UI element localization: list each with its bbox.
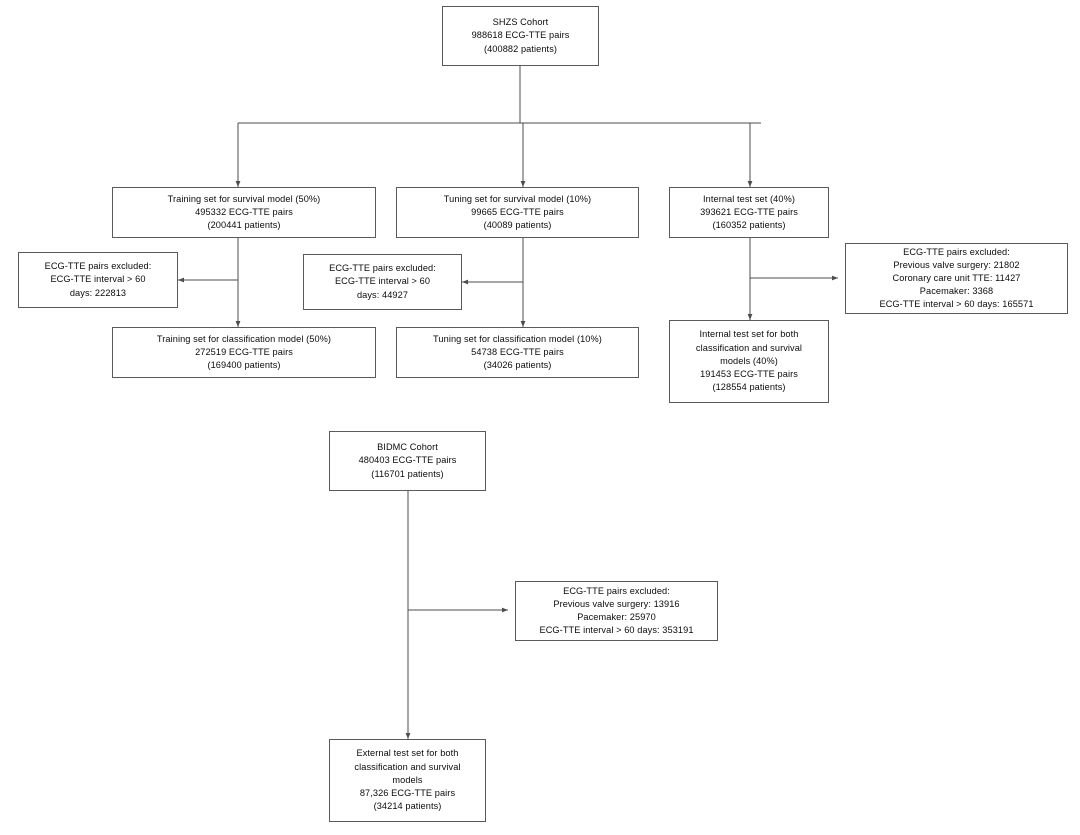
node-line: Coronary care unit TTE: 11427: [892, 272, 1021, 283]
node-internal-test-set: Internal test set (40%) 393621 ECG-TTE p…: [669, 187, 829, 238]
node-line: Tuning set for classification model (10%…: [433, 333, 602, 344]
node-line: 480403 ECG-TTE pairs: [358, 455, 457, 466]
node-line: ECG-TTE interval > 60: [50, 274, 146, 285]
node-line: Previous valve surgery: 21802: [893, 259, 1020, 270]
node-line: models: [392, 774, 423, 785]
node-line: 191453 ECG-TTE pairs: [700, 369, 798, 380]
node-training-set-survival-model: Training set for survival model (50%) 49…: [112, 187, 376, 238]
node-line: ECG-TTE interval > 60 days: 353191: [539, 625, 694, 636]
node-line: ECG-TTE pairs excluded:: [903, 246, 1010, 257]
node-line: Pacemaker: 25970: [577, 612, 656, 622]
node-tuning-set-survival-model: Tuning set for survival model (10%) 9966…: [396, 187, 639, 238]
node-line: (128554 patients): [712, 382, 786, 393]
node-line: ECG-TTE pairs excluded:: [563, 585, 670, 596]
node-line: days: 44927: [356, 289, 409, 300]
node-internal-test-set-final: Internal test set for both classificatio…: [669, 320, 829, 403]
node-line: (34214 patients): [373, 801, 442, 812]
node-line: (160352 patients): [712, 220, 786, 231]
node-excluded-bidmc-cohort: ECG-TTE pairs excluded: Previous valve s…: [515, 581, 718, 641]
node-line: 988618 ECG-TTE pairs: [471, 30, 570, 41]
node-line: External test set for both: [356, 748, 459, 759]
node-line: ECG-TTE pairs excluded:: [329, 263, 436, 274]
node-line: SHZS Cohort: [492, 17, 549, 28]
node-training-set-classification-model: Training set for classification model (5…: [112, 327, 376, 378]
node-line: Internal test set (40%): [703, 193, 795, 204]
node-external-test-set-final: External test set for both classificatio…: [329, 739, 486, 822]
node-line: classification and survival: [354, 761, 461, 772]
node-line: ECG-TTE interval > 60 days: 165571: [879, 299, 1034, 310]
node-excluded-training-set: ECG-TTE pairs excluded: ECG-TTE interval…: [18, 252, 178, 308]
node-line: days: 222813: [69, 287, 127, 298]
node-line: Pacemaker: 3368: [919, 286, 994, 297]
node-line: 87,326 ECG-TTE pairs: [359, 788, 456, 799]
node-line: ECG-TTE interval > 60: [334, 276, 431, 287]
node-line: Previous valve surgery: 13916: [553, 598, 680, 609]
node-excluded-tuning-set: ECG-TTE pairs excluded: ECG-TTE interval…: [303, 254, 462, 310]
node-line: Tuning set for survival model (10%): [443, 193, 592, 204]
node-line: 272519 ECG-TTE pairs: [195, 346, 293, 357]
node-line: 495332 ECG-TTE pairs: [195, 206, 293, 217]
node-line: (200441 patients): [207, 220, 281, 231]
node-line: 54738 ECG-TTE pairs: [471, 346, 564, 357]
node-line: models (40%): [720, 355, 778, 366]
node-line: BIDMC Cohort: [377, 442, 438, 453]
node-line: Internal test set for both: [699, 329, 799, 340]
node-line: ECG-TTE pairs excluded:: [44, 261, 152, 272]
node-line: Training set for survival model (50%): [167, 193, 321, 204]
node-line: Training set for classification model (5…: [156, 333, 332, 344]
node-line: classification and survival: [695, 342, 803, 353]
node-line: 393621 ECG-TTE pairs: [700, 206, 798, 217]
node-line: (400882 patients): [483, 43, 558, 54]
node-line: (34026 patients): [483, 360, 552, 371]
node-line: (169400 patients): [207, 360, 281, 371]
node-bidmc-cohort: BIDMC Cohort 480403 ECG-TTE pairs (11670…: [329, 431, 486, 491]
node-excluded-internal-test-set: ECG-TTE pairs excluded: Previous valve s…: [845, 243, 1068, 314]
node-line: (116701 patients): [371, 468, 444, 479]
node-tuning-set-classification-model: Tuning set for classification model (10%…: [396, 327, 639, 378]
node-line: 99665 ECG-TTE pairs: [471, 206, 564, 217]
node-line: (40089 patients): [483, 220, 552, 231]
node-shzs-cohort: SHZS Cohort 988618 ECG-TTE pairs (400882…: [442, 6, 599, 66]
